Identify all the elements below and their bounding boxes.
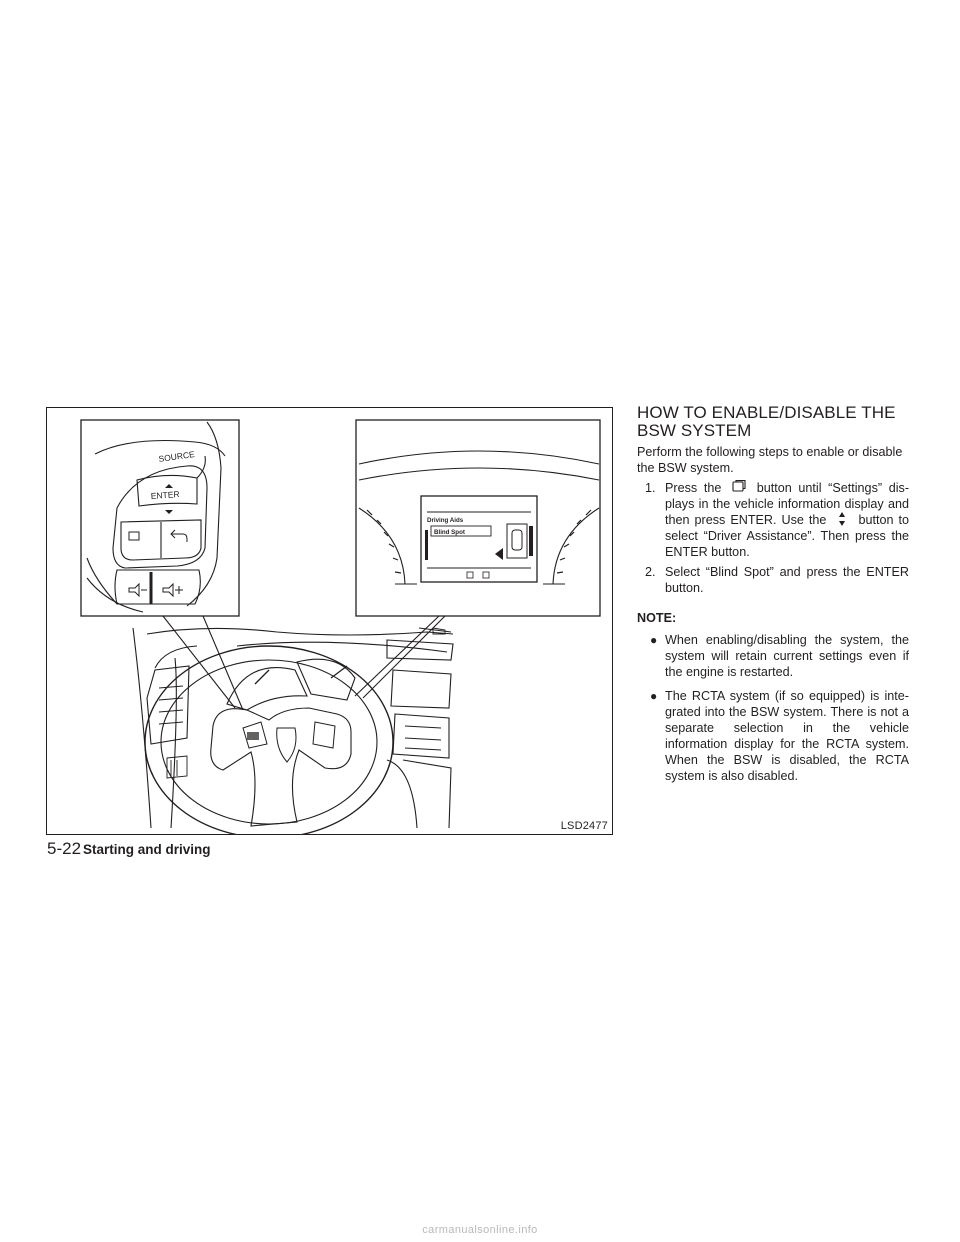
step-text-part: button to select “Driver Assistance”. Th… bbox=[665, 513, 909, 559]
steering-switch-callout: SOURCE ENTER bbox=[80, 419, 240, 617]
display-menu-title: Driving Aids bbox=[427, 517, 464, 524]
step-number: 1. bbox=[645, 481, 656, 495]
figure-code: LSD2477 bbox=[560, 820, 608, 832]
steering-wheel-illustration: SOURCE ENTER Driving Aids bbox=[80, 419, 601, 834]
note-bullet: ● The RCTA system (if so equipped) is in… bbox=[637, 688, 909, 784]
meter-display-callout: Driving Aids Blind Spot bbox=[355, 419, 601, 617]
illustration-figure: SOURCE ENTER Driving Aids bbox=[46, 407, 613, 835]
step-text: Select “Blind Spot” and press the ENTER … bbox=[665, 565, 909, 595]
note-label: NOTE: bbox=[637, 611, 677, 625]
note-text: When enabling/disabling the system, the … bbox=[665, 633, 909, 679]
up-down-arrow-icon bbox=[839, 512, 846, 526]
section-heading-line-2: BSW SYSTEM bbox=[637, 421, 752, 440]
bullet-icon: ● bbox=[650, 633, 658, 647]
page-number: 5-22 bbox=[47, 839, 82, 858]
step-text-part: button until “Settings” dis- plays in th… bbox=[665, 481, 910, 527]
display-menu-item: Blind Spot bbox=[434, 529, 465, 536]
menu-button-icon bbox=[732, 480, 746, 492]
step-item: 2. Select “Blind Spot” and press the ENT… bbox=[637, 564, 909, 596]
section-heading-line-1: HOW TO ENABLE/DISABLE THE bbox=[637, 403, 896, 422]
note-bullet: ● When enabling/disabling the system, th… bbox=[637, 632, 909, 680]
step-text-part: Press the bbox=[665, 481, 722, 495]
watermark-text: carmanualsonline.info bbox=[422, 1224, 538, 1236]
section-heading: HOW TO ENABLE/DISABLE THE BSW SYSTEM bbox=[637, 404, 909, 440]
main-text-column: HOW TO ENABLE/DISABLE THE BSW SYSTEM Per… bbox=[637, 404, 909, 792]
step-number: 2. bbox=[645, 565, 656, 579]
step-item: 1. Press the button until “Settings” dis… bbox=[637, 480, 909, 560]
chapter-title: Starting and driving bbox=[83, 842, 211, 857]
note-text: The RCTA system (if so equipped) is inte… bbox=[665, 689, 909, 783]
intro-paragraph: Perform the following steps to enable or… bbox=[637, 445, 903, 475]
dashboard-drawing bbox=[132, 627, 454, 834]
bullet-icon: ● bbox=[650, 689, 658, 703]
enter-button-label: ENTER bbox=[150, 489, 179, 501]
source-button-label: SOURCE bbox=[158, 449, 196, 464]
